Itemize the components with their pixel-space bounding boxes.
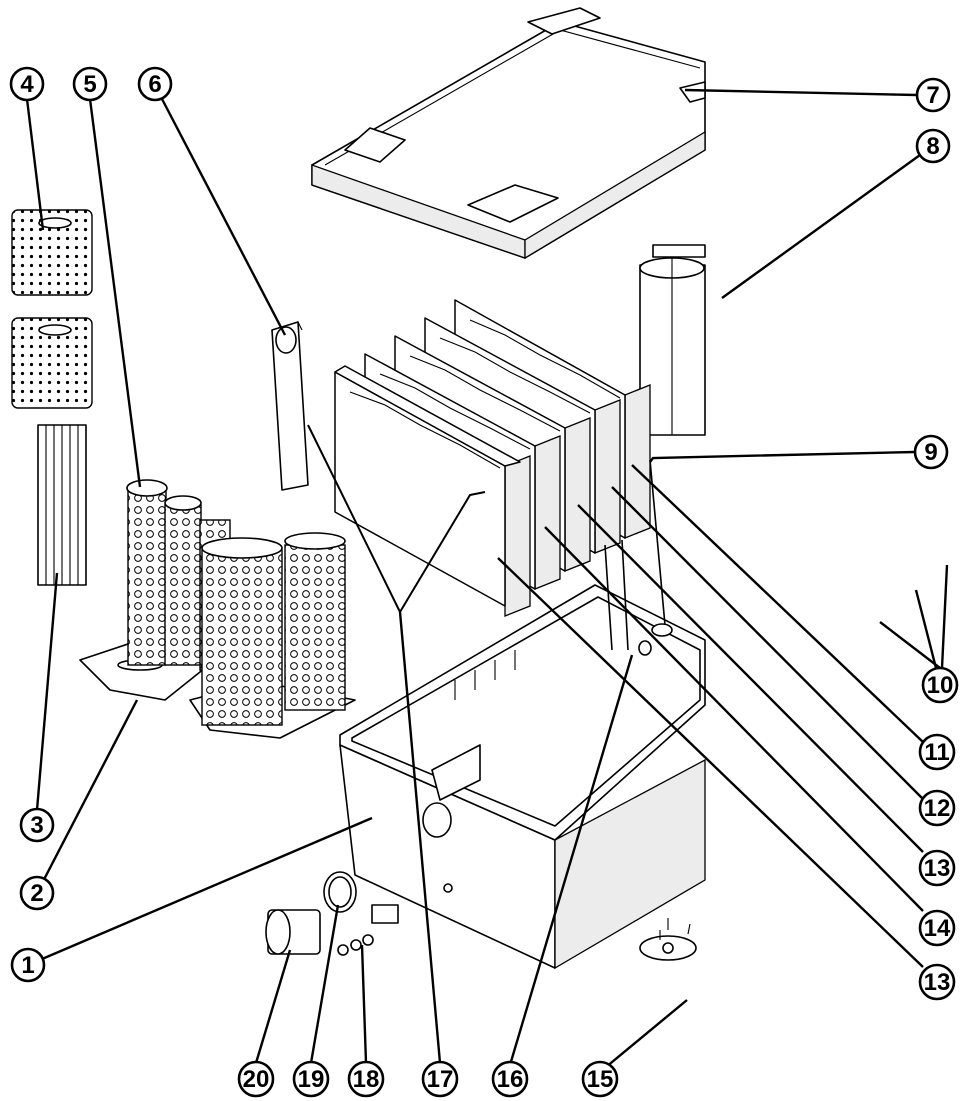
- callout-20-label: 20: [243, 1066, 270, 1093]
- callout-11: 11: [918, 733, 956, 771]
- hanger-plate: [271, 321, 309, 491]
- callout-14: 14: [918, 909, 956, 947]
- callout-10-label: 10: [927, 672, 954, 699]
- callout-3-label: 3: [30, 812, 43, 839]
- callout-2: 2: [19, 875, 55, 911]
- callout-15: 15: [581, 1060, 619, 1098]
- callout-19: 19: [292, 1060, 330, 1098]
- callout-8-label: 8: [926, 133, 939, 160]
- callout-16: 16: [491, 1060, 529, 1098]
- callout-19-label: 19: [298, 1066, 325, 1093]
- callout-11-label: 11: [924, 739, 949, 766]
- connectors: [265, 871, 374, 956]
- callout-13a: 13: [918, 849, 956, 887]
- callout-5: 5: [72, 66, 108, 102]
- callout-13b: 13: [918, 963, 956, 1001]
- callout-8: 8: [915, 128, 951, 164]
- callout-4-label: 4: [20, 71, 34, 98]
- callout-14-label: 14: [924, 915, 951, 942]
- callout-9: 9: [913, 434, 949, 470]
- callout-2-label: 2: [30, 880, 43, 907]
- callout-1-label: 1: [21, 952, 34, 979]
- heater-rod: [604, 459, 673, 651]
- grid-rack: [37, 424, 87, 586]
- callout-1: 1: [10, 947, 46, 983]
- pump-column: [639, 244, 706, 436]
- filter-plate-13b: [334, 365, 531, 617]
- callout-17-label: 17: [427, 1066, 454, 1093]
- callout-3: 3: [19, 807, 55, 843]
- callout-17: 17: [421, 1060, 459, 1098]
- callout-7-label: 7: [926, 82, 939, 109]
- callout-12: 12: [918, 789, 956, 827]
- media-baskets: [126, 479, 346, 726]
- callout-16-label: 16: [497, 1066, 524, 1093]
- callout-7: 7: [915, 77, 951, 113]
- callout-13a-label: 13: [924, 855, 951, 882]
- callout-9-label: 9: [924, 439, 937, 466]
- callout-18: 18: [347, 1060, 385, 1098]
- callout-20: 20: [237, 1060, 275, 1098]
- callout-15-label: 15: [587, 1066, 614, 1093]
- callout-4: 4: [9, 66, 45, 102]
- callout-5-label: 5: [83, 71, 96, 98]
- callout-13b-label: 13: [924, 969, 951, 996]
- lid: [311, 7, 706, 260]
- tank-body: [339, 584, 706, 970]
- callout-6-label: 6: [148, 71, 161, 98]
- wire-handle: [307, 424, 486, 613]
- callout-12-label: 12: [924, 795, 951, 822]
- leader-lines: [25, 88, 949, 1073]
- callout-10: 10: [921, 666, 959, 704]
- callout-6: 6: [137, 66, 173, 102]
- filter-plates: [334, 299, 651, 617]
- callout-18-label: 18: [353, 1066, 380, 1093]
- sponges: [11, 209, 93, 409]
